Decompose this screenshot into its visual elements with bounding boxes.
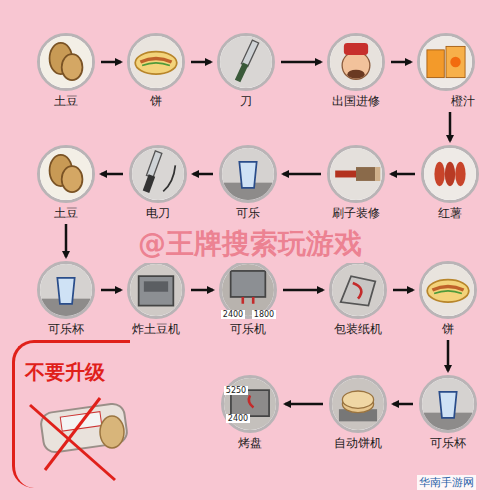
step-label: 红薯 (419, 206, 481, 220)
watermark: @王牌搜索玩游戏 (136, 225, 364, 263)
step-node: 饼 (417, 261, 479, 336)
flow-arrow (447, 340, 450, 371)
step-node: 炸土豆机 (125, 261, 187, 336)
flow-arrow (391, 61, 411, 64)
flow-arrow (193, 173, 213, 176)
flow-arrow (65, 224, 68, 257)
step-label: 可乐机 (217, 322, 279, 336)
price-tag: 2400 (221, 310, 245, 319)
step-label: 可乐杯 (35, 322, 97, 336)
warning-text: 不要升级 (25, 359, 130, 386)
price-tag: 2400 (226, 414, 250, 423)
icon-circle (129, 145, 187, 203)
flow-arrow (391, 173, 415, 176)
site-logo: 华南手游网 (417, 475, 476, 490)
flow-arrow (191, 289, 213, 292)
step-label: 电刀 (127, 206, 189, 220)
step-label: 可乐 (217, 206, 279, 220)
price-tag: 1800 (252, 310, 276, 319)
flow-arrow (281, 61, 321, 64)
icon-circle (221, 375, 279, 433)
icon-circle (421, 145, 479, 203)
step-node: 土豆 (35, 33, 97, 108)
icon-circle (127, 261, 185, 319)
step-label: 刀 (215, 94, 277, 108)
step-label: 烤盘 (219, 436, 281, 450)
icon-circle (417, 33, 475, 91)
step-label: 橙汁 (415, 94, 477, 108)
step-label: 出国进修 (325, 94, 387, 108)
icon-circle (329, 261, 387, 319)
step-node: 电刀 (127, 145, 189, 220)
step-node: 包装纸机 (327, 261, 389, 336)
icon-circle (217, 33, 275, 91)
step-label: 包装纸机 (327, 322, 389, 336)
step-label: 自动饼机 (327, 436, 389, 450)
icon-circle (419, 375, 477, 433)
flow-arrow (393, 289, 413, 292)
icon-circle (37, 261, 95, 319)
step-label: 可乐杯 (417, 436, 479, 450)
icon-circle (327, 33, 385, 91)
warning-box: 不要升级 (12, 340, 130, 488)
step-label: 土豆 (35, 94, 97, 108)
step-node: 饼 (125, 33, 187, 108)
step-label: 土豆 (35, 206, 97, 220)
flow-arrow (393, 403, 413, 406)
icon-circle (219, 145, 277, 203)
icon-circle (37, 145, 95, 203)
step-node: 可乐杯 (417, 375, 479, 450)
step-node: 刀 (215, 33, 277, 108)
flow-arrow (191, 61, 211, 64)
step-node: 自动饼机 (327, 375, 389, 450)
step-node: 可乐杯 (35, 261, 97, 336)
icon-circle (419, 261, 477, 319)
flow-arrow (285, 403, 323, 406)
flow-arrow (283, 173, 321, 176)
step-node: 土豆 (35, 145, 97, 220)
step-label: 饼 (417, 322, 479, 336)
step-label: 饼 (125, 94, 187, 108)
step-node: 出国进修 (325, 33, 387, 108)
flow-arrow (449, 112, 452, 141)
step-node: 红薯 (419, 145, 481, 220)
crossed-wrap (30, 398, 128, 480)
step-label: 炸土豆机 (125, 322, 187, 336)
price-tag: 5250 (224, 386, 248, 395)
flow-arrow (283, 289, 323, 292)
step-node: 可乐机 (217, 261, 279, 336)
step-node: 刷子装修 (325, 145, 387, 220)
icon-circle (327, 145, 385, 203)
icon-circle (127, 33, 185, 91)
flow-arrow (101, 173, 123, 176)
flow-arrow (101, 289, 121, 292)
step-node: 可乐 (217, 145, 279, 220)
icon-circle (37, 33, 95, 91)
step-label: 刷子装修 (325, 206, 387, 220)
flow-arrow (101, 61, 121, 64)
icon-circle (329, 375, 387, 433)
step-node: 橙汁 (415, 33, 477, 108)
